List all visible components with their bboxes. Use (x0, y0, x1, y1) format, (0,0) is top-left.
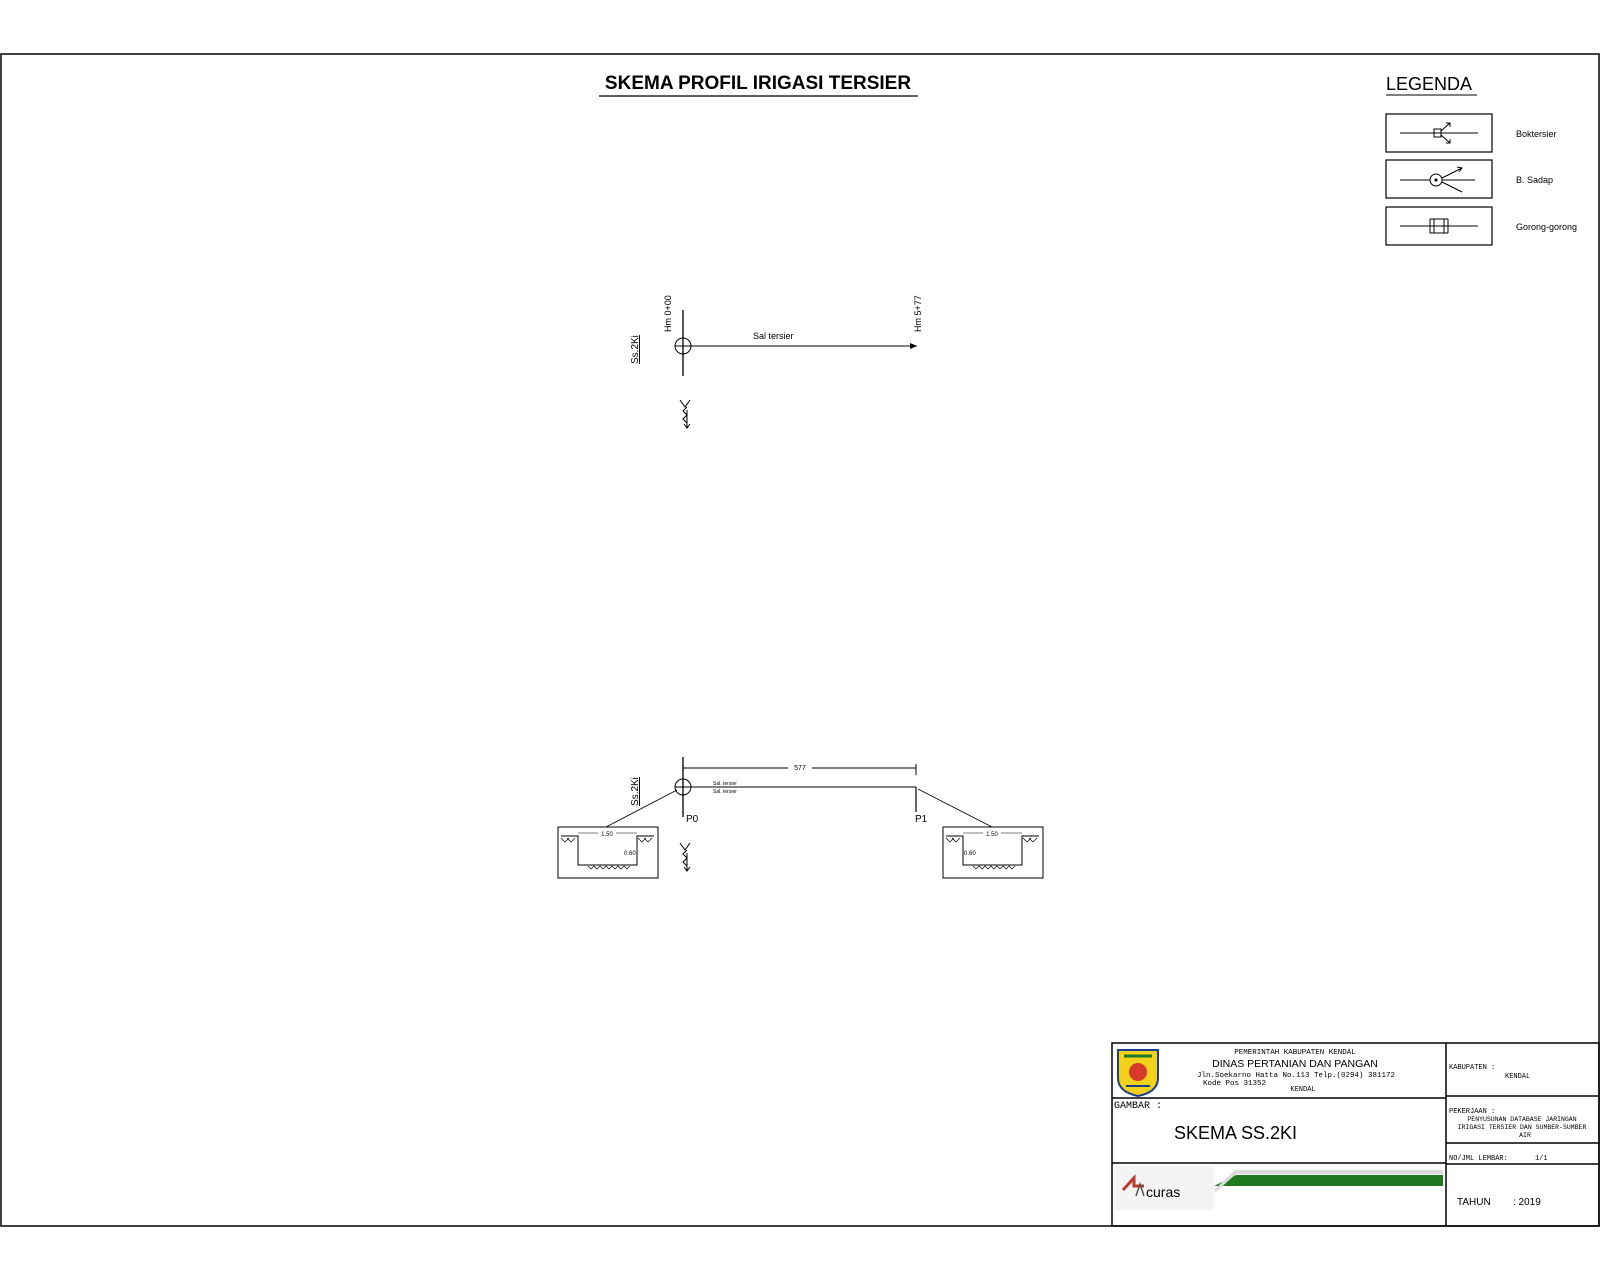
scheme-diagram: Ss.2Ki Hm 0+00 Hm 5+77 Sal tersier (630, 295, 923, 429)
pekerjaan-line-1: PENYUSUNAN DATABASE JARINGAN (1467, 1116, 1576, 1123)
sheet-border (0, 53, 1600, 1227)
leader-line-p0 (605, 789, 678, 828)
lembar-label: NO/JML LEMBAR: (1449, 1155, 1508, 1163)
bangunan-sadap-icon (1400, 166, 1475, 193)
gambar-label: GAMBAR : (1114, 1101, 1162, 1112)
profile-channel-text-2: Sal. tersier (713, 789, 737, 795)
cross-section-p0: 1.50 0.60 (557, 826, 659, 879)
kabupaten-value: KENDAL (1505, 1073, 1530, 1081)
scheme-channel-label: Sal tersier (753, 331, 794, 341)
legend-box-1 (1385, 113, 1493, 153)
green-stripe (1214, 1175, 1443, 1186)
drawing-title: SKEMA PROFIL IRIGASI TERSIER (605, 73, 911, 94)
grey-stripe (1214, 1170, 1443, 1192)
org-line-2: DINAS PERTANIAN DAN PANGAN (1212, 1058, 1378, 1070)
scheme-source-label: Ss.2Ki (630, 335, 641, 364)
legend-label-2: B. Sadap (1516, 175, 1553, 185)
p0-width-label: 1.50 (601, 832, 613, 838)
pekerjaan-label: PEKERJAAN : (1449, 1108, 1495, 1116)
profile-diagram: Ss.2Ki 577 Sal. tersier Sal. tersier P0 … (557, 757, 1044, 879)
tahun-value: : 2019 (1513, 1197, 1541, 1208)
address-line-2: Kode Pos 31352 (1203, 1080, 1266, 1088)
scheme-start-station: Hm 0+00 (663, 295, 673, 332)
point-p1-label: P1 (915, 814, 928, 825)
pekerjaan-line-2: IRIGASI TERSIER DAN SUMBER-SUMBER (1458, 1124, 1587, 1131)
profile-source-label: Ss.2Ki (630, 777, 641, 806)
culvert-icon (1400, 218, 1478, 234)
legend-label-3: Gorong-gorong (1516, 222, 1577, 232)
legend: LEGENDA Boktersier B. Sadap (1385, 74, 1577, 246)
org-line-1: PEMERINTAH KABUPATEN KENDAL (1234, 1049, 1356, 1057)
drop-arrow-icon (679, 842, 691, 872)
tahun-label: TAHUN (1457, 1197, 1491, 1208)
org-city: KENDAL (1290, 1086, 1315, 1094)
legend-label-1: Boktersier (1516, 129, 1557, 139)
box-tersier-icon (1400, 122, 1478, 144)
point-p0-label: P0 (686, 814, 699, 825)
legend-heading: LEGENDA (1386, 74, 1472, 94)
legend-box-3 (1385, 206, 1493, 246)
scheme-flow-arrow-icon (910, 343, 917, 349)
pekerjaan-line-3: AIR (1519, 1132, 1531, 1139)
length-label: 577 (794, 765, 806, 772)
title-block: PEMERINTAH KABUPATEN KENDAL DINAS PERTAN… (1111, 1042, 1600, 1227)
cross-section-p1: 1.50 0.60 (942, 826, 1044, 879)
lembar-value: 1/1 (1535, 1155, 1548, 1163)
leader-line-p1 (917, 788, 993, 828)
consultant-logo: curas (1114, 1166, 1214, 1210)
drop-arrow-icon (679, 399, 691, 429)
gambar-value: SKEMA SS.2KI (1174, 1123, 1297, 1143)
address-line-1: Jln.Soekarno Hatta No.113 Telp.(0294) 38… (1197, 1072, 1395, 1080)
profile-channel-text-1: Sal. tersier (713, 781, 737, 787)
p0-depth-label: 0.60 (624, 851, 636, 857)
p1-depth-label: 0.60 (964, 851, 976, 857)
kendal-crest-logo (1117, 1049, 1159, 1098)
p1-width-label: 1.50 (986, 832, 998, 838)
scheme-end-station: Hm 5+77 (913, 295, 923, 332)
consultant-logo-text: curas (1146, 1184, 1180, 1200)
kabupaten-label: KABUPATEN : (1449, 1064, 1495, 1072)
legend-box-2 (1385, 159, 1493, 199)
